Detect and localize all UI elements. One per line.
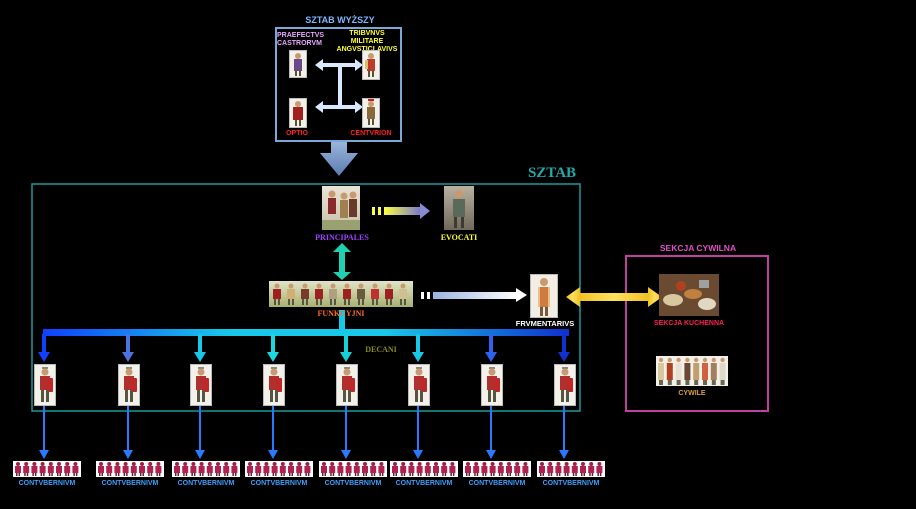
contubernium-label: CONTVBERNIVM bbox=[250, 480, 308, 487]
role-tribunus: TRIBVNVS MILITARE ANGVSTICLAVIVS bbox=[337, 30, 398, 53]
role-centurion: CENTVRION bbox=[350, 130, 392, 137]
arrow-funkcyjni-frumentarius bbox=[421, 288, 527, 302]
contubernium-image bbox=[319, 461, 387, 477]
civil-title: SEKCJA CYWILNA bbox=[659, 243, 737, 253]
frumentarius-image bbox=[530, 274, 558, 318]
frumentarius-label: FRVMENTARIVS bbox=[515, 319, 575, 328]
contubernium-label: CONTVBERNIVM bbox=[395, 480, 453, 487]
contubernium-arrow-5 bbox=[341, 406, 351, 459]
decani-drop-7 bbox=[485, 334, 497, 362]
contubernium-image bbox=[245, 461, 313, 477]
contubernium-label: CONTVBERNIVM bbox=[177, 480, 235, 487]
decanus-figure bbox=[263, 364, 285, 406]
decanus-figure bbox=[336, 364, 358, 406]
contubernium-label: CONTVBERNIVM bbox=[468, 480, 526, 487]
decani-bar bbox=[43, 329, 569, 336]
decanus-figure bbox=[34, 364, 56, 406]
centurion-figure bbox=[362, 98, 380, 128]
funkcyjni-image bbox=[269, 281, 413, 307]
principales-image bbox=[322, 186, 360, 230]
kitchen-image bbox=[659, 274, 719, 316]
role-praefectus: PRAEFECTVS CASTRORVM bbox=[277, 32, 325, 48]
decani-drop-5 bbox=[340, 334, 352, 362]
decanus-figure bbox=[554, 364, 576, 406]
decani-drop-6 bbox=[412, 334, 424, 362]
contubernium-image bbox=[172, 461, 240, 477]
decanus-figure bbox=[190, 364, 212, 406]
contubernium-label: CONTVBERNIVM bbox=[101, 480, 159, 487]
civil-frame bbox=[625, 255, 769, 412]
decani-drop-4 bbox=[267, 334, 279, 362]
contubernium-arrow-8 bbox=[559, 406, 569, 459]
evocati-image bbox=[444, 186, 474, 230]
role-optio: OPTIO bbox=[286, 130, 308, 137]
decani-drop-8 bbox=[558, 334, 570, 362]
decani-drop-3 bbox=[194, 334, 206, 362]
contubernium-image bbox=[463, 461, 531, 477]
decani-label: DECANI bbox=[365, 345, 397, 354]
contubernium-arrow-1 bbox=[39, 406, 49, 459]
decanus-figure bbox=[118, 364, 140, 406]
contubernium-label: CONTVBERNIVM bbox=[542, 480, 600, 487]
decanus-figure bbox=[481, 364, 503, 406]
contubernium-arrows bbox=[39, 406, 569, 459]
contubernium-image bbox=[13, 461, 81, 477]
arrow-principales-evocati bbox=[372, 203, 430, 219]
contubernium-image bbox=[537, 461, 605, 477]
kitchen-label: SEKCJA KUCHENNA bbox=[653, 320, 725, 327]
contubernium-image bbox=[390, 461, 458, 477]
top-connector bbox=[315, 59, 363, 113]
contubernium-label: CONTVBERNIVM bbox=[324, 480, 382, 487]
contubernium-arrow-2 bbox=[123, 406, 133, 459]
contubernium-arrow-7 bbox=[486, 406, 496, 459]
contubernium-image bbox=[96, 461, 164, 477]
big-down-arrow bbox=[320, 142, 358, 176]
principales-label: PRINCIPALES bbox=[315, 233, 369, 242]
decani-drop-2 bbox=[122, 334, 134, 362]
top-staff-title: SZTAB WYŻSZY bbox=[305, 15, 375, 25]
contubernium-label: CONTVBERNIVM bbox=[18, 480, 76, 487]
contubernium-arrow-3 bbox=[195, 406, 205, 459]
civilians-image bbox=[656, 356, 728, 386]
optio-figure bbox=[289, 98, 307, 128]
decani-drop-1 bbox=[38, 334, 50, 362]
arrow-principales-funkcyjni bbox=[333, 243, 351, 280]
contubernium-arrow-4 bbox=[268, 406, 278, 459]
tribunus-figure bbox=[362, 50, 380, 80]
evocati-label: EVOCATI bbox=[440, 233, 478, 242]
civilians-label: CYWILE bbox=[678, 390, 706, 397]
contubernium-arrow-6 bbox=[413, 406, 423, 459]
staff-title: SZTAB bbox=[527, 165, 577, 181]
decani-drops bbox=[38, 334, 570, 362]
praefectus-figure bbox=[289, 50, 307, 78]
arrow-frumentarius-kitchen bbox=[566, 287, 662, 307]
decanus-figure bbox=[408, 364, 430, 406]
funkcyjni-label: FUNKCYJNI bbox=[317, 309, 365, 318]
top-staff-frame bbox=[275, 27, 402, 142]
